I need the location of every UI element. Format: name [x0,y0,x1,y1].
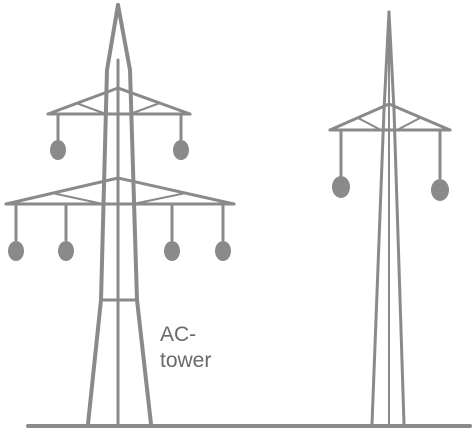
slim-right-insulator [431,179,449,201]
ac-upper-left-insulator [50,140,66,160]
slim-brace-left [357,117,382,131]
ac-upper-crossarm [46,86,192,116]
ac-lower-insulator-4 [215,241,231,261]
ac-tower-right-leg [116,3,153,426]
slim-tower-right-leg [387,10,406,426]
slim-tower [328,10,452,426]
ac-lower-insulator-2 [58,241,74,261]
ac-tower [4,3,236,426]
ac-tower-left-leg [86,3,120,426]
ac-tower-label: AC- tower [160,323,212,372]
ac-upper-brace-left [75,102,107,115]
ac-lower-brace-right [132,192,187,205]
ac-upper-right-insulator [173,140,189,160]
slim-left-insulator [332,176,350,198]
slim-tower-left-leg [370,10,391,426]
ac-lower-brace-left [51,192,104,205]
ac-upper-brace-right [129,102,161,115]
slim-crossarm [328,102,452,132]
ac-lower-crossarm [4,176,236,206]
ac-lower-insulator-3 [164,241,180,261]
slim-brace-right [396,117,421,131]
ac-lower-insulator-1 [8,241,24,261]
